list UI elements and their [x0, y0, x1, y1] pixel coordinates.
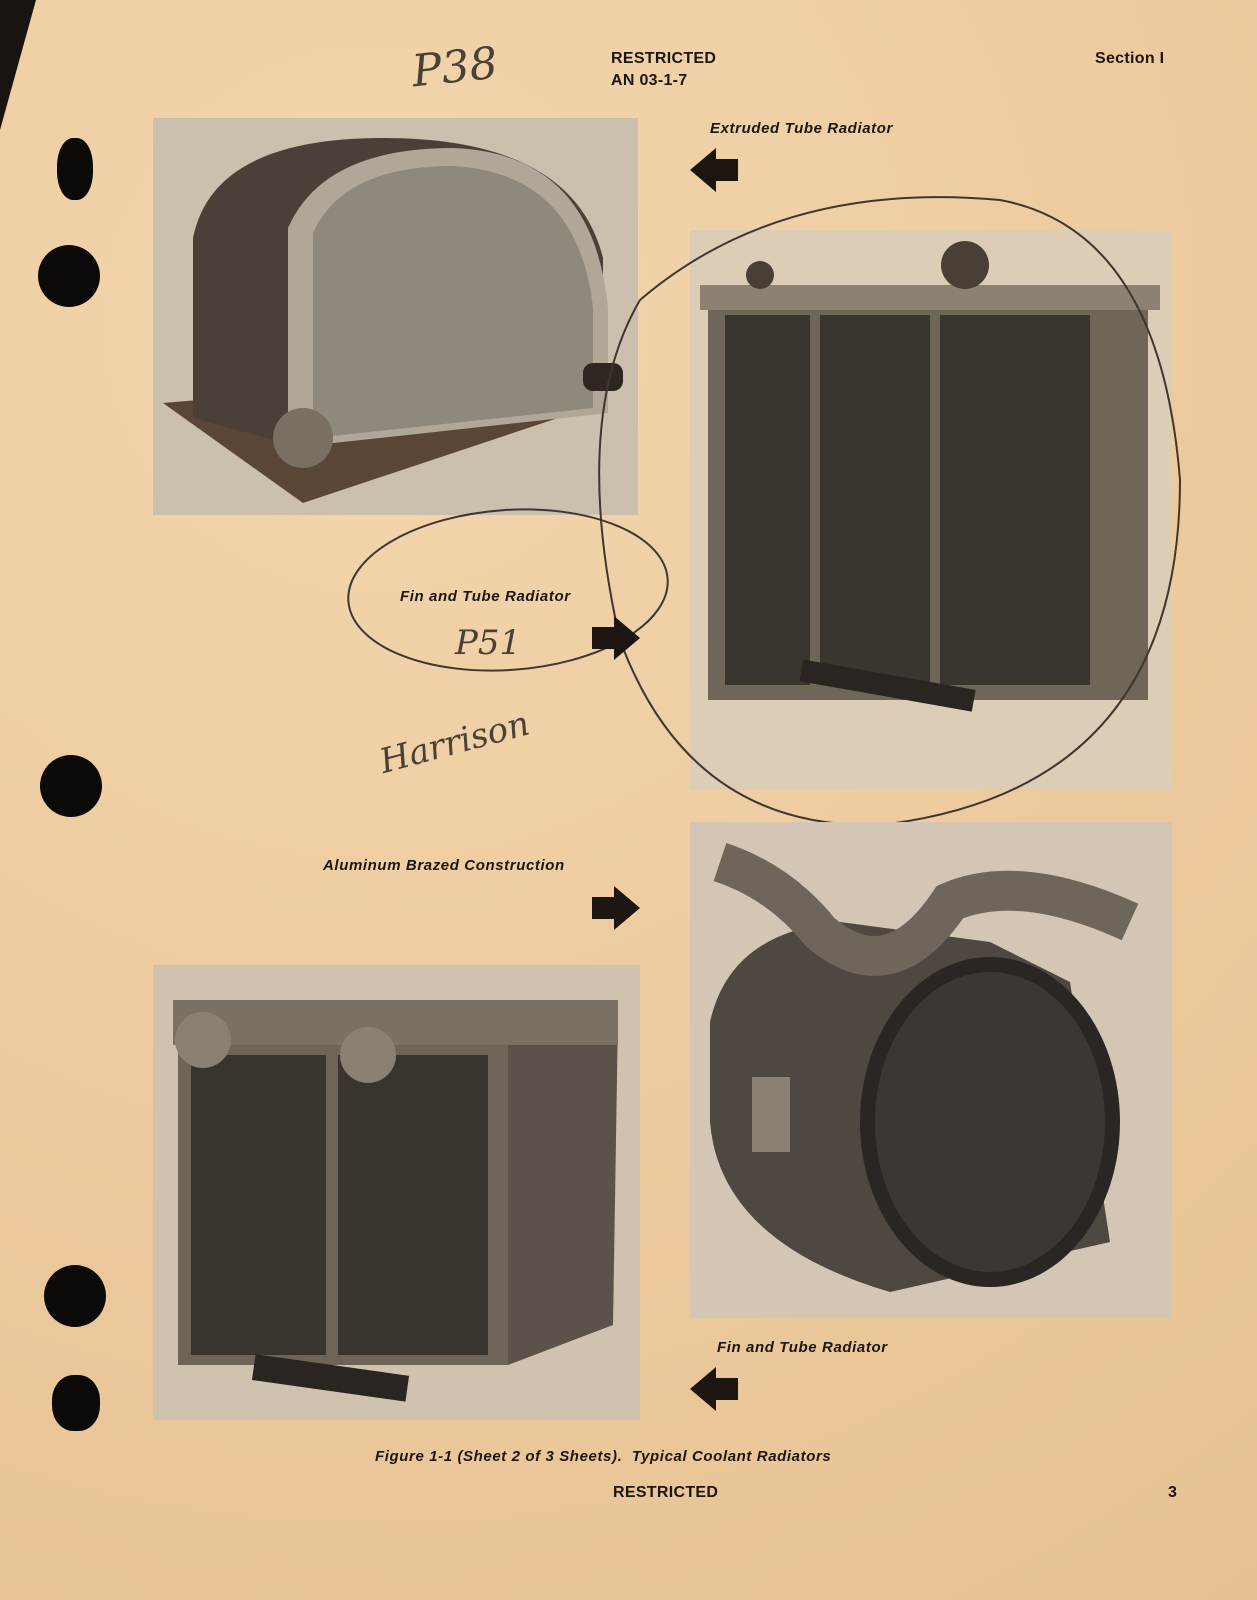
- handwritten-p51: P51: [455, 623, 522, 663]
- header-classification: RESTRICTED: [611, 50, 717, 67]
- label-fin-and-tube-radiator-1: Fin and Tube Radiator: [400, 588, 571, 605]
- page-number: 3: [1168, 1484, 1178, 1501]
- handdrawn-circle-annotations: [347, 196, 1182, 827]
- arrow-right-icon: [592, 886, 640, 930]
- arrow-left-icon: [690, 148, 738, 192]
- punch-hole: [40, 755, 102, 817]
- label-aluminum-brazed-construction: Aluminum Brazed Construction: [323, 857, 565, 874]
- punch-hole: [52, 1375, 100, 1431]
- torn-corner: [0, 0, 36, 130]
- document-number: AN 03-1-7: [611, 72, 688, 89]
- photo-extruded-tube-radiator: [153, 118, 638, 515]
- footer-classification: RESTRICTED: [613, 1484, 719, 1501]
- photo-fin-and-tube-radiator-cylindrical: [690, 822, 1172, 1318]
- arrow-right-icon: [592, 616, 640, 660]
- figure-caption: Figure 1-1 (Sheet 2 of 3 Sheets). Typica…: [375, 1448, 832, 1465]
- punch-hole: [38, 245, 100, 307]
- label-fin-and-tube-radiator-2: Fin and Tube Radiator: [717, 1339, 888, 1356]
- section-label: Section I: [1095, 50, 1165, 67]
- label-extruded-tube-radiator: Extruded Tube Radiator: [710, 120, 893, 137]
- photo-aluminum-brazed-radiator: [153, 965, 640, 1420]
- arrow-left-icon: [690, 1367, 738, 1411]
- punch-hole: [44, 1265, 106, 1327]
- punch-hole: [57, 138, 93, 200]
- photo-fin-and-tube-radiator-large: [690, 230, 1172, 790]
